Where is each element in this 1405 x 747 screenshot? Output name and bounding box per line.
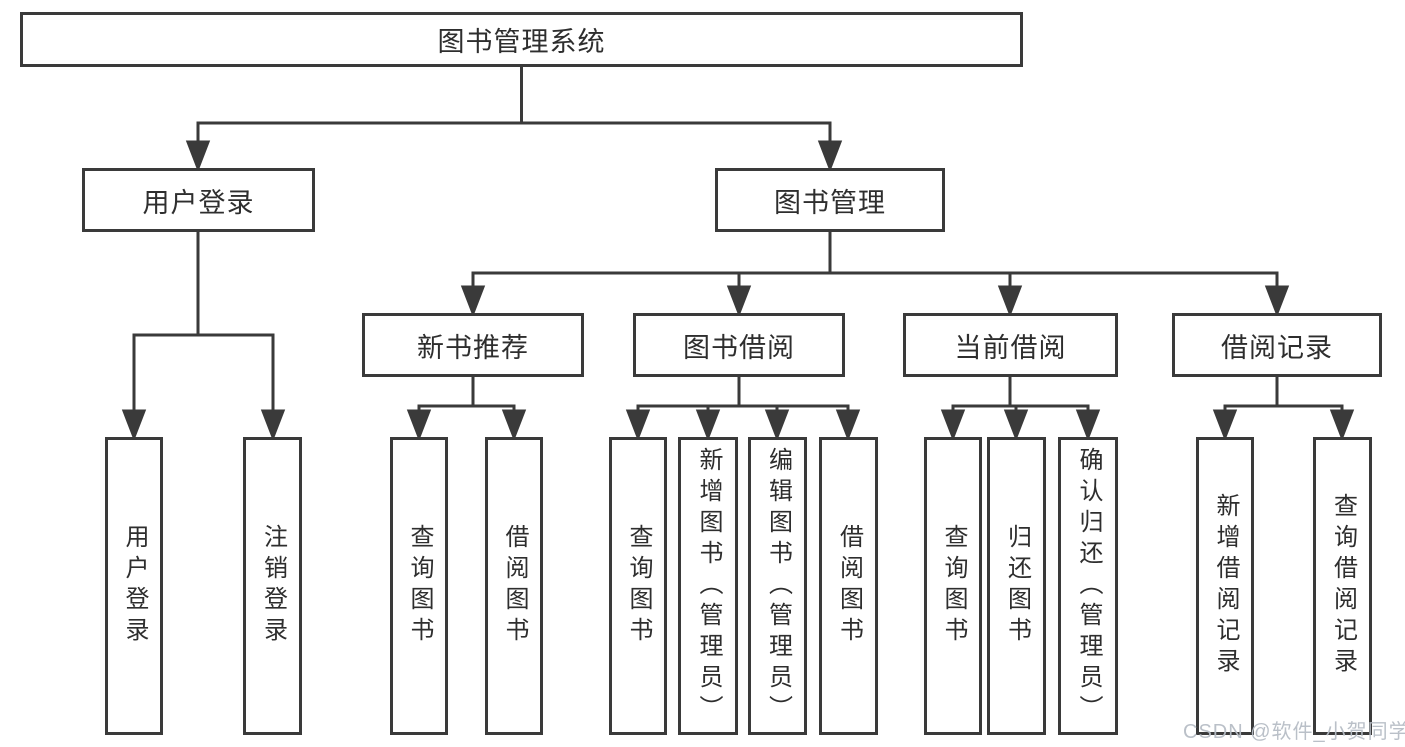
leaf-edit-books-admin: 编辑图书（管理员） xyxy=(748,437,807,735)
leaf-add-books-admin: 新增图书（管理员） xyxy=(678,437,738,735)
leaf-user-login: 用户登录 xyxy=(105,437,163,735)
node-book-borrowing: 图书借阅 xyxy=(633,313,845,377)
node-root-system: 图书管理系统 xyxy=(20,12,1023,67)
leaf-logout: 注销登录 xyxy=(243,437,302,735)
node-user-login: 用户登录 xyxy=(82,168,315,232)
node-current-borrowing: 当前借阅 xyxy=(903,313,1118,377)
node-borrowing-records: 借阅记录 xyxy=(1172,313,1382,377)
leaf-recommend-query-books: 查询图书 xyxy=(390,437,448,735)
csdn-watermark: CSDN @软件_小贺同学 xyxy=(1183,721,1405,743)
node-new-book-recommend: 新书推荐 xyxy=(362,313,584,377)
leaf-current-query-books: 查询图书 xyxy=(924,437,982,735)
leaf-borrowing-query-books: 查询图书 xyxy=(609,437,667,735)
leaf-confirm-return-admin: 确认归还（管理员） xyxy=(1058,437,1118,735)
leaf-add-borrow-record: 新增借阅记录 xyxy=(1196,437,1254,735)
leaf-recommend-borrow-books: 借阅图书 xyxy=(485,437,543,735)
node-book-management: 图书管理 xyxy=(715,168,945,232)
leaf-borrow-books: 借阅图书 xyxy=(819,437,878,735)
leaf-query-borrow-record: 查询借阅记录 xyxy=(1313,437,1372,735)
leaf-return-books: 归还图书 xyxy=(987,437,1046,735)
